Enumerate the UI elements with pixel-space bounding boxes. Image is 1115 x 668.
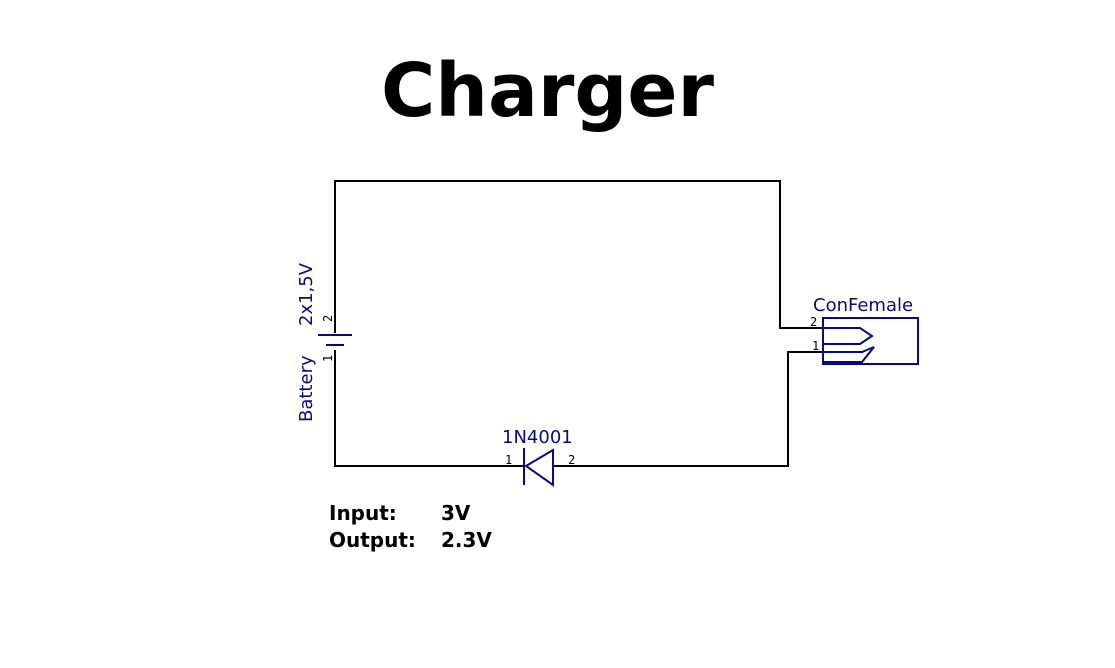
diode-pin-2: 2 [568, 453, 575, 467]
diode-symbol: 1 2 1N4001 [502, 427, 575, 487]
diode-ref-label: 1N4001 [502, 427, 573, 448]
connector-ref-label: ConFemale [813, 295, 913, 316]
battery-pin-2: 2 [321, 315, 335, 322]
spec-table: Input: 3V Output: 2.3V [329, 500, 492, 554]
battery-ref-label: Battery [296, 355, 317, 422]
spec-row-input: Input: 3V [329, 500, 492, 527]
connector-pin-1-contact [823, 346, 875, 363]
wire-battery-to-diode [334, 350, 524, 467]
connector-pin-2-contact [823, 327, 874, 345]
input-label: Input: [329, 501, 397, 525]
spec-row-output: Output: 2.3V [329, 527, 492, 554]
diode-pin-1: 1 [505, 453, 512, 467]
output-value: 2.3V [441, 528, 492, 552]
connector-body [822, 317, 919, 365]
battery-value-label: 2x1,5V [296, 262, 317, 326]
diagram-title: Charger [380, 48, 715, 134]
diode-triangle [524, 448, 554, 487]
connector-pin-2: 2 [810, 315, 817, 329]
connector-pin-1: 1 [812, 339, 819, 353]
wires [334, 180, 822, 467]
battery-symbol: 2 1 Battery 2x1,5V [296, 262, 352, 422]
battery-pin-1: 1 [321, 355, 335, 362]
wire-diode-to-connector [553, 351, 822, 467]
wire-top-loop [334, 180, 822, 333]
input-value: 3V [441, 501, 471, 525]
output-label: Output: [329, 528, 416, 552]
connector-symbol: 2 1 ConFemale [810, 295, 919, 365]
